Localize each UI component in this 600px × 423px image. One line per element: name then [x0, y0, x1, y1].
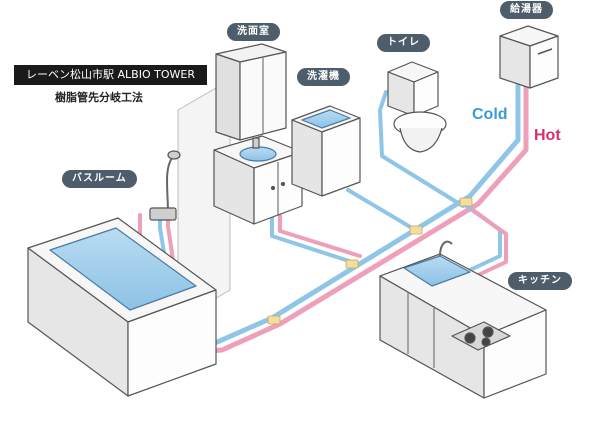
toilet — [387, 61, 447, 153]
page-title: レーベン松山市駅 ALBIO TOWER — [14, 65, 207, 85]
page-subtitle: 樹脂管先分岐工法 — [55, 91, 143, 104]
pipe-joints — [267, 197, 473, 325]
label-toilet: トイレ — [377, 34, 430, 52]
cold-pipe-toilet — [378, 90, 465, 208]
bathtub — [27, 150, 217, 397]
label-washroom: 洗面室 — [227, 23, 280, 41]
hot-legend: Hot — [534, 127, 561, 144]
washing-machine — [291, 105, 361, 197]
washroom-vanity — [213, 43, 303, 225]
label-kitchen: キッチン — [508, 272, 572, 290]
hot-pipe-kitchen — [471, 208, 508, 278]
cold-pipe-washroom — [270, 216, 354, 264]
hot-main-pipe — [193, 71, 529, 355]
hot-pipe-washroom — [278, 213, 362, 258]
wall — [177, 79, 231, 321]
label-bathroom: バスルーム — [62, 170, 137, 188]
label-water-heater: 給湯器 — [500, 1, 553, 19]
cold-pipe-washer — [346, 188, 414, 230]
label-washing-machine: 洗濯機 — [297, 68, 350, 86]
water-heater — [499, 25, 559, 89]
kitchen-counter — [379, 240, 547, 399]
cold-legend: Cold — [472, 106, 508, 123]
